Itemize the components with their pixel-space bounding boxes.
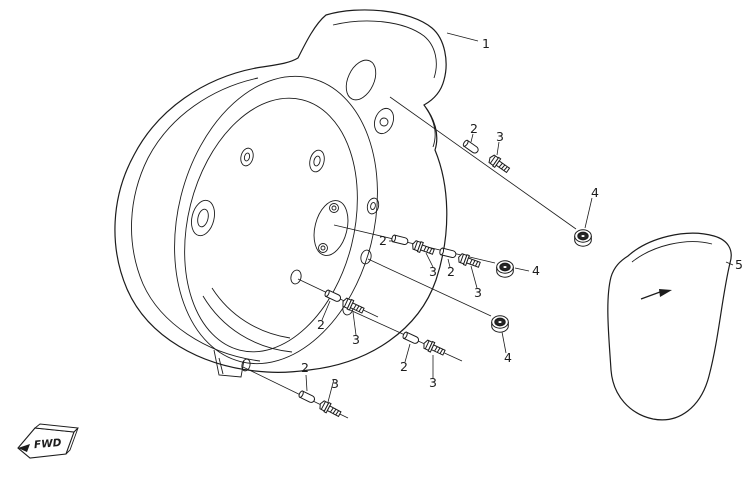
direction-arrow-icon	[640, 289, 672, 300]
fwd-label: FWD	[34, 437, 63, 451]
dowel-pin-part	[323, 288, 343, 303]
callout-label: 2	[400, 359, 408, 374]
center-boss-hole-bottom-inner	[320, 245, 326, 251]
plate-hole-b-inner	[313, 155, 321, 167]
leader-line	[446, 32, 479, 42]
leader-line	[404, 343, 411, 363]
callout-label: 2	[447, 264, 455, 279]
fwd-marker: FWD	[17, 423, 79, 459]
leader-line	[514, 267, 530, 272]
center-boss	[313, 200, 349, 256]
dowel-pin-part	[297, 389, 317, 405]
callout-label: 4	[532, 263, 540, 278]
mud-guard-outline	[607, 232, 732, 421]
callout-label: 2	[470, 121, 478, 136]
leader-line	[501, 331, 507, 354]
cover-right-inner-contour	[425, 107, 436, 148]
assembly-line	[367, 258, 492, 317]
plate-arc-outer	[202, 295, 293, 353]
callout-label: 3	[474, 285, 482, 300]
bolt-boss-1-inner	[370, 202, 376, 210]
cover-opening	[174, 75, 378, 365]
leader-line	[352, 311, 357, 336]
flange-bolt-part	[456, 251, 482, 271]
upper-oval-hole	[345, 59, 377, 101]
fwd-flag-side-edge	[65, 427, 79, 455]
callout-label: 4	[591, 185, 599, 200]
leader-line	[327, 378, 335, 403]
leader-line	[496, 141, 500, 156]
flange-bolt-part	[486, 152, 512, 176]
cover-flange-contour	[131, 77, 261, 362]
callout-label: 2	[301, 360, 309, 375]
callout-label: 3	[496, 129, 504, 144]
leader-line	[425, 252, 434, 268]
cover-outer-contour	[114, 9, 448, 373]
leader-line	[321, 300, 331, 321]
center-boss-hole-top-inner	[331, 205, 337, 211]
callout-label: 2	[379, 233, 387, 248]
flange-bolt-part	[421, 338, 447, 358]
plate-oval-left	[191, 199, 215, 237]
bolt-boss-2	[360, 249, 372, 265]
flange-nut-part	[491, 315, 509, 333]
callout-label: 3	[352, 332, 360, 347]
pivot-boss	[373, 107, 395, 135]
chain-case-cover-part	[114, 9, 448, 378]
callout-label: 2	[317, 317, 325, 332]
callout-labels: 1 2 3 4 2 3 2 3 4 2 3 2 3 4 2 3 5	[301, 36, 743, 391]
plate-hole-a-inner	[243, 152, 251, 162]
mud-guard-part	[607, 232, 732, 421]
dowel-pin-part	[390, 234, 410, 246]
leader-line	[447, 258, 451, 268]
fwd-arrow-tip-icon	[18, 444, 30, 452]
callout-label: 1	[482, 36, 490, 51]
leader-line	[470, 133, 474, 143]
assembly-lines	[242, 96, 577, 419]
leader-lines	[305, 32, 734, 403]
bolt-boss-5	[241, 358, 251, 372]
callout-label: 5	[735, 257, 743, 272]
callout-label: 3	[331, 376, 339, 391]
bolt-boss-1	[366, 197, 380, 215]
fasteners	[297, 139, 592, 420]
bottom-tab-line	[218, 357, 224, 375]
plate-arc-inner	[211, 287, 291, 339]
center-boss-hole-top	[329, 203, 339, 213]
flange-bolt-part	[317, 398, 343, 420]
plate-hole-b	[309, 149, 325, 173]
leader-line	[470, 265, 478, 289]
mud-guard-inner-contour	[631, 241, 713, 263]
leader-line	[305, 374, 308, 392]
callout-label: 4	[504, 350, 512, 365]
bolt-boss-3	[290, 269, 302, 285]
cover-top-inner-contour	[332, 20, 437, 79]
leader-line	[725, 261, 734, 266]
callout-label: 3	[429, 375, 437, 390]
center-boss-hole-bottom	[318, 243, 328, 253]
pivot-hole	[379, 117, 389, 127]
callout-label: 3	[429, 264, 437, 279]
flange-bolt-part	[410, 238, 436, 258]
bottom-tab	[213, 349, 245, 378]
flange-nut-part	[496, 260, 514, 278]
dowel-pin-part	[401, 330, 421, 345]
flange-nut-part	[574, 229, 592, 247]
plate-hole-a	[240, 147, 254, 167]
fwd-flag-shape	[17, 427, 75, 459]
assembly-line	[389, 96, 577, 230]
leader-line	[584, 197, 593, 229]
plate-oval-left-inner	[197, 208, 209, 228]
inner-plate-edge	[184, 97, 358, 353]
